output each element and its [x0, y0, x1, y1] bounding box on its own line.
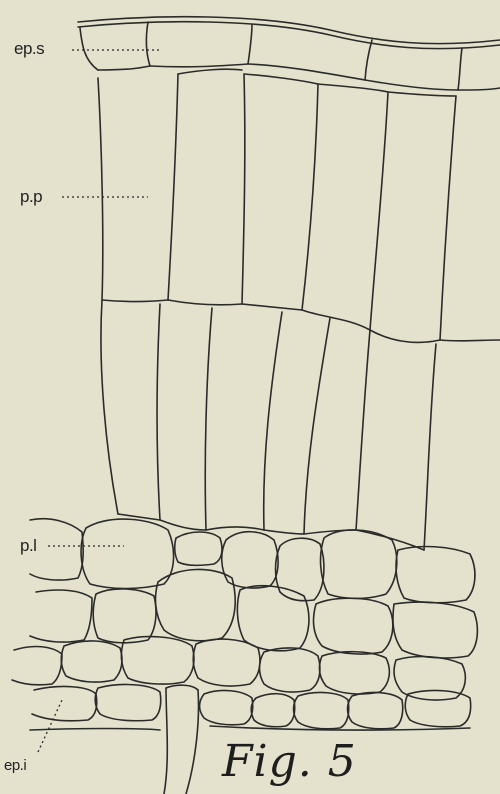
label-palisade-parenchyma: p.p	[20, 188, 42, 205]
epi-leader	[38, 700, 62, 752]
label-lower-epidermis: ep.i	[4, 758, 26, 773]
figure-caption: Fig. 5	[222, 736, 357, 787]
label-lacunar-parenchyma: p.l	[20, 537, 36, 554]
label-upper-epidermis: ep.s	[14, 40, 44, 57]
